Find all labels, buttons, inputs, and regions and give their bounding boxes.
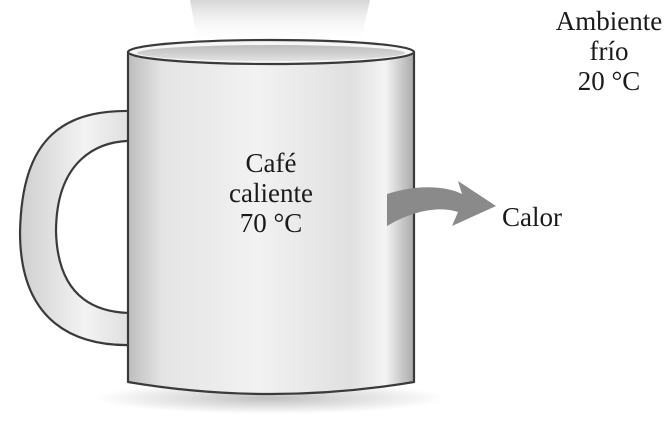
heat-label: Calor	[502, 202, 562, 232]
coffee-label: Café caliente 70 °C	[196, 148, 346, 238]
mug-body	[126, 50, 416, 396]
coffee-line-2: caliente	[229, 178, 313, 208]
ambient-label: Ambiente frío 20 °C	[548, 6, 670, 96]
heat-arrow	[387, 181, 496, 226]
steam	[190, 0, 370, 44]
ambient-temperature: 20 °C	[577, 66, 641, 96]
mug-opening	[137, 45, 405, 61]
coffee-temperature: 70 °C	[239, 208, 303, 238]
heat-label-text: Calor	[502, 202, 562, 232]
coffee-line-1: Café	[245, 148, 297, 178]
ambient-line-1: Ambiente	[555, 6, 663, 36]
ambient-line-2: frío	[589, 36, 629, 66]
